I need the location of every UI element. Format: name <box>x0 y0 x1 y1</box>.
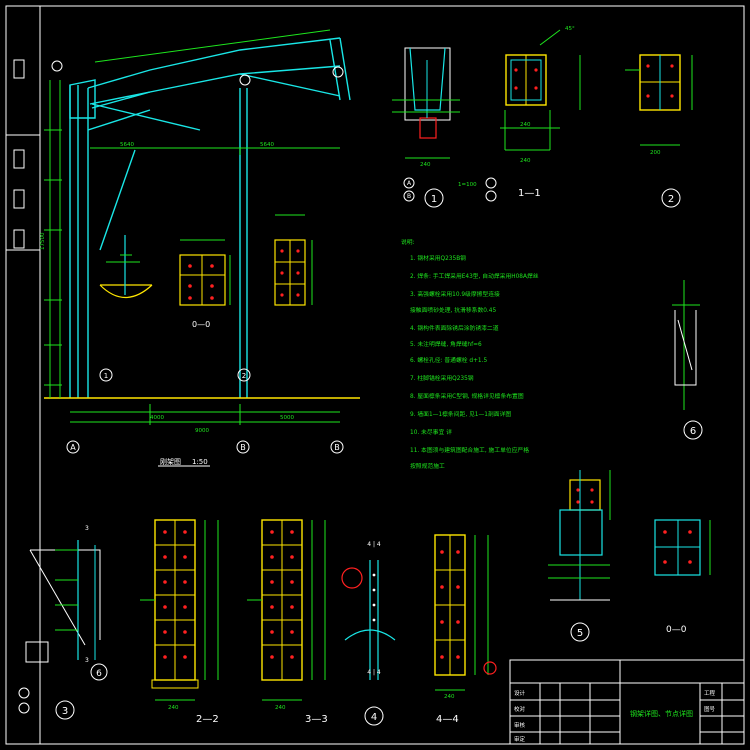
dim-span-main: 9000 <box>195 428 209 434</box>
section-4-4: 240 4—4 <box>434 534 497 725</box>
section-1-1: 240 240 45° 1—1 <box>485 26 581 202</box>
section-0-0-left: 0—0 <box>192 320 210 329</box>
detail-3-bracket: 6 3 3 3 <box>18 525 108 720</box>
note-10: 10. 未尽事宜 详 <box>410 428 452 436</box>
title-block <box>509 659 745 745</box>
dim-4-4: 240 <box>444 694 455 700</box>
section-2-2-label: 2—2 <box>196 714 219 725</box>
dim-1-1-b: 240 <box>520 158 531 164</box>
detail-4: 4 | 4 4 | 4 4 <box>341 541 396 726</box>
note-4: 4. 钢构件表面除锈后涂防锈漆二道 <box>410 324 499 332</box>
callout-4: 4 <box>371 712 377 723</box>
dim-span-right: 5000 <box>280 415 294 421</box>
detail-plate-middle <box>274 214 313 306</box>
callout-6-left: 6 <box>96 669 102 679</box>
note-2: 2. 焊条: 手工焊采用E43型, 自动焊采用H08A焊丝 <box>410 272 539 280</box>
section-4-4-top: 4 | 4 <box>367 541 381 548</box>
note-6: 6. 螺栓孔径: 普通螺栓 d+1.5 <box>410 356 487 364</box>
tb-cell-4: 审定 <box>514 735 526 743</box>
note-1: 1. 钢材采用Q235B钢 <box>410 254 466 262</box>
grid-a-detail-1: A <box>407 180 412 187</box>
tb-cell-5: 工程 <box>704 689 716 697</box>
callout-5: 5 <box>577 628 583 639</box>
note-9: 9. 墙面1—1檩条间距, 见1—1剖面详图 <box>410 410 511 418</box>
note-11b: 按照规范施工 <box>410 462 445 470</box>
section-2-2: 240 2—2 <box>140 519 219 725</box>
tb-cell-6: 图号 <box>704 705 716 713</box>
left-margin-marks <box>6 59 40 251</box>
callout-6-right: 6 <box>690 426 696 437</box>
dim-2-2: 240 <box>168 705 179 711</box>
title-block-drawing-name: 钢架详图、节点详图 <box>630 709 693 718</box>
section-3-3-label: 3—3 <box>305 714 328 725</box>
portal-frame-elevation: 5640 5640 4000 5000 9000 17500 A B B 1 2 <box>40 29 360 467</box>
dim-base-width: 240 <box>420 162 431 168</box>
detail-6: 6 <box>672 280 703 440</box>
section-3-right: 3 <box>85 657 89 664</box>
note-5: 5. 未注明焊缝, 角焊缝hf=6 <box>410 340 482 348</box>
section-1-1-label: 1—1 <box>518 188 541 199</box>
section-0-0-right: 0—0 <box>666 625 687 635</box>
detail-scale-1: 1=100 <box>458 182 477 188</box>
note-8: 8. 屋面檩条采用C型钢, 规格详见檩条布置图 <box>410 392 524 400</box>
design-notes: 说明: 1. 钢材采用Q235B钢 2. 焊条: 手工焊采用E43型, 自动焊采… <box>401 238 539 470</box>
grid-label-a: A <box>70 443 76 452</box>
drawing-frame <box>5 5 745 745</box>
detail-5: 5 <box>548 470 611 642</box>
callout-2-frame: 2 <box>242 372 246 380</box>
notes-heading: 说明: <box>401 238 415 246</box>
note-7: 7. 柱脚锚栓采用Q235钢 <box>410 374 474 382</box>
note-11: 11. 本图须与建筑图配合施工, 施工单位应严格 <box>410 446 529 454</box>
callout-1: 1 <box>431 194 437 205</box>
angle-mark: 45° <box>565 26 575 32</box>
tb-cell-3: 审核 <box>514 721 526 729</box>
dim-col-spacing: 5640 <box>120 142 134 148</box>
detail-column-base-top: 240 1=100 1 A B <box>392 47 477 208</box>
callout-1-frame: 1 <box>104 372 108 380</box>
frame-scale: 1:50 <box>192 458 208 466</box>
dim-col-spacing-2: 5640 <box>260 142 274 148</box>
dim-span-left: 4000 <box>150 415 164 421</box>
bracket-detail-sketch <box>99 235 153 298</box>
section-3-left: 3 <box>85 525 89 532</box>
grid-b-detail-1: B <box>407 193 411 200</box>
grid-label-b-2: B <box>334 443 340 452</box>
grid-label-b: B <box>240 443 246 452</box>
dim-detail-2: 200 <box>650 150 661 156</box>
frame-title: 刚架图 <box>160 457 181 466</box>
note-3: 3. 高强螺栓采用10.9级摩擦型连接 <box>410 290 500 298</box>
section-4-4-bot: 4 | 4 <box>367 669 381 676</box>
callout-2: 2 <box>668 194 674 205</box>
callout-3: 3 <box>62 706 68 717</box>
detail-0-0-left: 0—0 <box>179 239 231 329</box>
section-3-3: 240 3—3 <box>247 519 328 725</box>
detail-2: 200 2 <box>625 54 693 208</box>
note-3b: 接触面喷砂处理, 抗滑移系数0.45 <box>410 306 496 314</box>
dim-3-3: 240 <box>275 705 286 711</box>
detail-0-0-right: 0—0 <box>654 519 711 635</box>
section-4-4-label: 4—4 <box>436 714 459 725</box>
dim-1-1-a: 240 <box>520 122 531 128</box>
tb-cell-1: 设计 <box>514 689 526 697</box>
tb-cell-2: 校对 <box>514 705 526 713</box>
dim-height-left: 17500 <box>40 232 46 250</box>
